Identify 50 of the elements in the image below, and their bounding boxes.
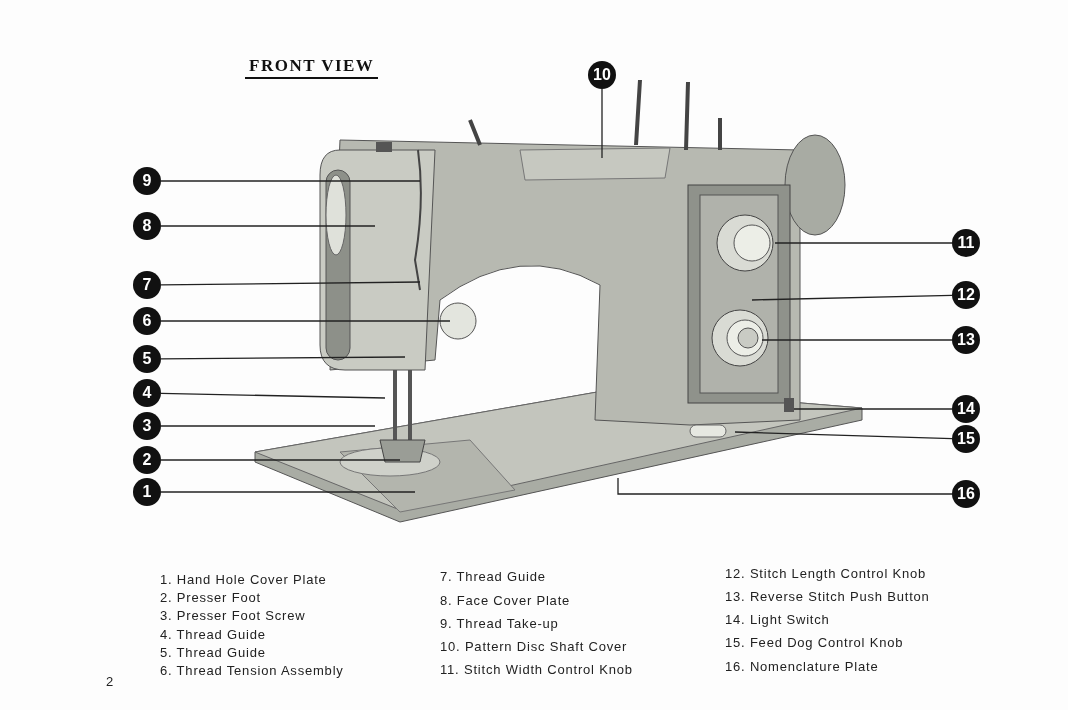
leader-line <box>793 408 953 410</box>
leader-line <box>751 294 953 301</box>
callout-number: 16 <box>952 480 980 508</box>
leader-line <box>160 491 416 493</box>
parts-list-item: 1. Hand Hole Cover Plate <box>160 572 327 587</box>
leader-line <box>160 225 376 227</box>
leader-line <box>160 425 376 427</box>
callout-number: 5 <box>133 345 161 373</box>
parts-list-item: 13. Reverse Stitch Push Button <box>725 589 930 604</box>
view-title: FRONT VIEW <box>245 56 379 79</box>
parts-list-item: 7. Thread Guide <box>440 569 546 584</box>
parts-list-item: 6. Thread Tension Assembly <box>160 663 344 678</box>
leader-line <box>160 356 406 360</box>
leader-line <box>160 459 401 461</box>
leader-line <box>761 339 953 341</box>
parts-list-item: 4. Thread Guide <box>160 627 266 642</box>
callout-number: 9 <box>133 167 161 195</box>
parts-list-item: 3. Presser Foot Screw <box>160 608 306 623</box>
parts-list-item: 2. Presser Foot <box>160 590 261 605</box>
page-number: 2 <box>106 674 115 689</box>
leader-line <box>160 320 451 322</box>
parts-list-item: 9. Thread Take-up <box>440 616 559 631</box>
parts-list-item: 8. Face Cover Plate <box>440 593 571 608</box>
callout-number: 10 <box>588 61 616 89</box>
callout-number: 7 <box>133 271 161 299</box>
leader-line <box>160 180 421 182</box>
leader-line <box>734 431 953 440</box>
parts-list-item: 10. Pattern Disc Shaft Cover <box>440 639 628 654</box>
callout-number: 13 <box>952 326 980 354</box>
parts-list-item: 11. Stitch Width Control Knob <box>440 662 633 677</box>
callout-number: 2 <box>133 446 161 474</box>
leader-line <box>160 392 386 399</box>
callout-number: 6 <box>133 307 161 335</box>
callout-number: 3 <box>133 412 161 440</box>
parts-list-item: 15. Feed Dog Control Knob <box>725 635 904 650</box>
leader-line <box>617 477 953 495</box>
callout-number: 14 <box>952 395 980 423</box>
callout-number: 8 <box>133 212 161 240</box>
parts-list-item: 12. Stitch Length Control Knob <box>725 566 927 581</box>
leader-line <box>601 88 603 159</box>
callout-number: 4 <box>133 379 161 407</box>
callout-number: 1 <box>133 478 161 506</box>
callout-number: 12 <box>952 281 980 309</box>
callout-number: 15 <box>952 425 980 453</box>
parts-list-item: 16. Nomenclature Plate <box>725 659 879 674</box>
callout-number: 11 <box>952 229 980 257</box>
parts-list-item: 5. Thread Guide <box>160 645 266 660</box>
parts-list-item: 14. Light Switch <box>725 612 830 627</box>
leader-line <box>774 242 953 244</box>
leader-line <box>160 281 421 286</box>
